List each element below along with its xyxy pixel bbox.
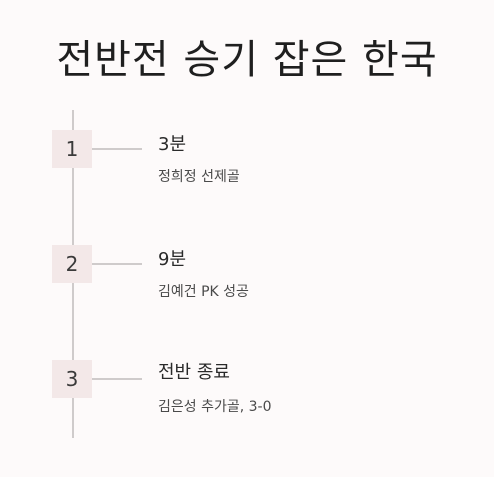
timeline-item: 3 전반 종료 김은성 추가골, 3-0 <box>0 340 494 420</box>
timeline-item-number: 2 <box>52 245 92 283</box>
timeline-item-description: 정희정 선제골 <box>158 169 240 185</box>
timeline-item-time: 3분 <box>158 134 187 155</box>
timeline-item-number: 3 <box>52 360 92 398</box>
timeline-item: 2 9분 김예건 PK 성공 <box>0 225 494 305</box>
page-title: 전반전 승기 잡은 한국 <box>56 37 438 83</box>
timeline-item-number: 1 <box>52 130 92 168</box>
timeline-connector <box>92 148 142 150</box>
timeline-item-time: 전반 종료 <box>158 362 230 383</box>
timeline-item-description: 김은성 추가골, 3-0 <box>158 399 272 415</box>
timeline-item: 1 3분 정희정 선제골 <box>0 110 494 190</box>
timeline-item-description: 김예건 PK 성공 <box>158 284 249 300</box>
timeline-item-time: 9분 <box>158 249 187 270</box>
timeline-connector <box>92 263 142 265</box>
timeline-connector <box>92 378 142 380</box>
